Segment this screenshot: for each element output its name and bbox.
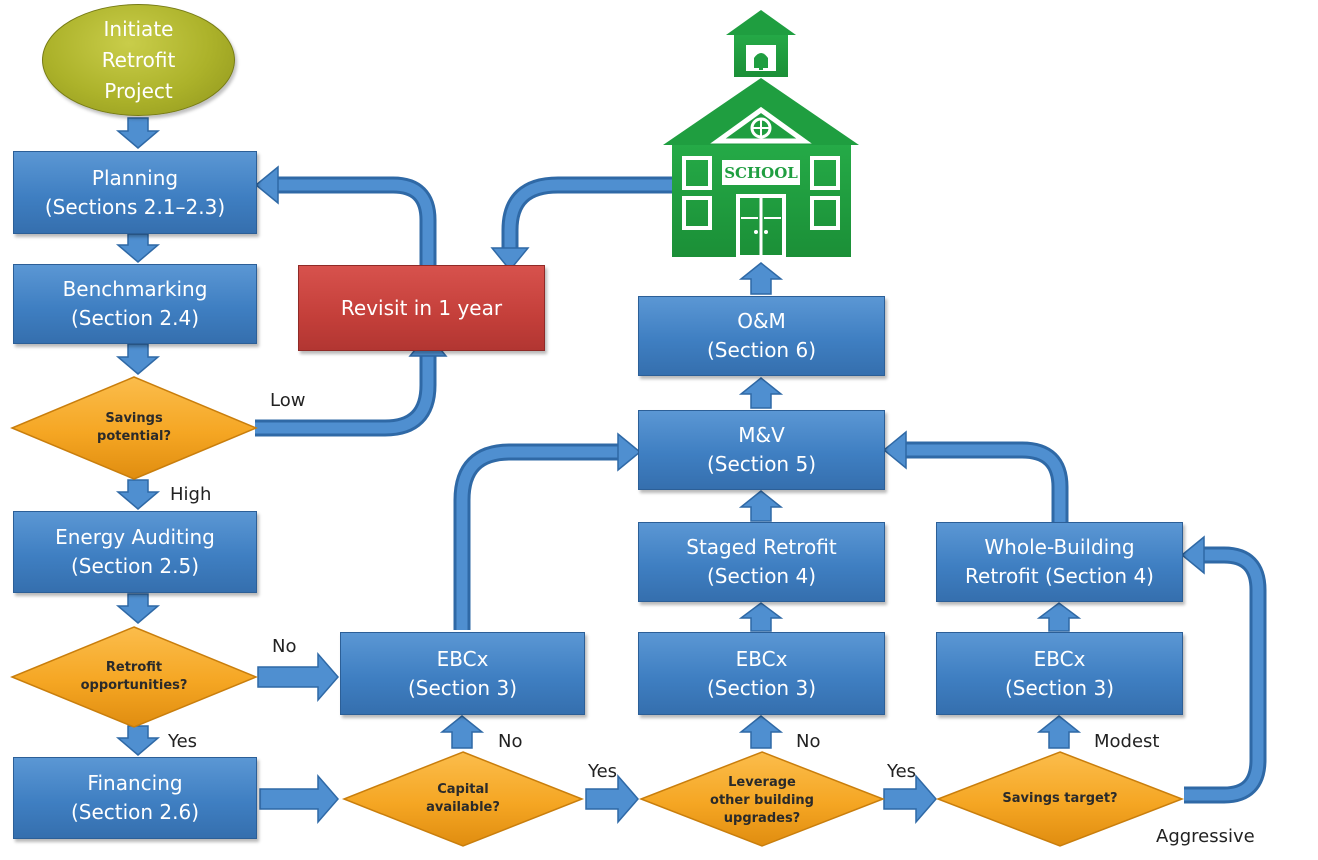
financing-box: Financing (Section 2.6) — [13, 757, 257, 839]
diamond-leverage-upgrades — [638, 751, 886, 847]
ebcx-3-sub: (Section 3) — [1005, 675, 1114, 700]
leverage-line-1: Leverage — [728, 775, 796, 790]
start-oval: Initiate Retrofit Project — [42, 4, 235, 116]
ebcx-box-3: EBCx (Section 3) — [936, 632, 1183, 715]
retrofit-opportunities-line-2: opportunities? — [80, 678, 188, 693]
ebcx-box-1: EBCx (Section 3) — [340, 632, 585, 715]
start-line-3: Project — [104, 78, 173, 103]
leverage-line-2: other building — [710, 793, 814, 808]
ebcx-box-2: EBCx (Section 3) — [638, 632, 885, 715]
capital-available-line-2: available? — [426, 800, 500, 815]
block-arrows — [115, 117, 1082, 825]
om-title: O&M — [737, 309, 786, 333]
savings-potential-line-2: potential? — [97, 429, 171, 444]
edge-label-modest: Modest — [1094, 731, 1160, 752]
energy-auditing-box: Energy Auditing (Section 2.5) — [13, 511, 257, 593]
savings-potential-line-1: Savings — [105, 411, 163, 426]
edge-label-yes-capital: Yes — [588, 761, 618, 782]
leverage-upgrades-text: Leverage other building upgrades? — [672, 770, 852, 832]
school-sign-text: SCHOOL — [724, 164, 798, 182]
benchmarking-box: Benchmarking (Section 2.4) — [13, 264, 257, 344]
mv-title: M&V — [738, 423, 785, 447]
edge-label-high: High — [170, 484, 212, 505]
whole-building-retrofit-box: Whole-Building Retrofit (Section 4) — [936, 522, 1183, 602]
financing-title: Financing — [87, 771, 183, 795]
ebcx-2-sub: (Section 3) — [707, 675, 816, 700]
ebcx-1-sub: (Section 3) — [408, 675, 517, 700]
energy-auditing-sub: (Section 2.5) — [70, 554, 200, 578]
school-building-icon — [663, 10, 859, 259]
energy-auditing-title: Energy Auditing — [55, 525, 215, 549]
edge-label-yes-leverage: Yes — [887, 761, 917, 782]
diamond-savings-potential — [10, 376, 258, 480]
savings-potential-text: Savings potential? — [34, 403, 234, 453]
staged-retrofit-sub: (Section 4) — [707, 564, 816, 588]
revisit-label: Revisit in 1 year — [340, 296, 503, 320]
edge-label-yes-retrofit: Yes — [168, 731, 198, 752]
benchmarking-sub: (Section 2.4) — [70, 306, 200, 330]
edge-label-no-capital: No — [498, 731, 523, 752]
edge-label-no-leverage: No — [796, 731, 821, 752]
whole-building-title: Whole-Building — [984, 535, 1135, 559]
om-box: O&M (Section 6) — [638, 296, 885, 376]
revisit-box: Revisit in 1 year — [298, 265, 545, 351]
retrofit-opportunities-text: Retrofit opportunities? — [34, 652, 234, 702]
staged-retrofit-box: Staged Retrofit (Section 4) — [638, 522, 885, 602]
capital-available-text: Capital available? — [373, 774, 553, 824]
edge-label-low: Low — [270, 390, 306, 411]
planning-sub: (Sections 2.1–2.3) — [44, 194, 226, 219]
start-line-2: Retrofit — [101, 47, 176, 72]
edge-label-aggressive: Aggressive — [1156, 826, 1255, 847]
retrofit-opportunities-line-1: Retrofit — [105, 660, 163, 675]
ebcx-2-title: EBCx — [735, 646, 788, 671]
ebcx-1-title: EBCx — [436, 646, 489, 671]
savings-target-line-1: Savings target? — [1002, 791, 1118, 806]
staged-retrofit-title: Staged Retrofit — [686, 535, 837, 559]
planning-box: Planning (Sections 2.1–2.3) — [13, 151, 257, 234]
mv-box: M&V (Section 5) — [638, 410, 885, 490]
diamond-capital-available — [341, 751, 585, 847]
planning-title: Planning — [91, 165, 179, 190]
benchmarking-title: Benchmarking — [62, 277, 208, 301]
diamond-retrofit-opportunities — [10, 626, 258, 728]
financing-sub: (Section 2.6) — [70, 800, 200, 824]
start-line-1: Initiate — [103, 16, 174, 41]
savings-target-text: Savings target? — [970, 784, 1150, 814]
diamond-savings-target — [935, 751, 1185, 847]
om-sub: (Section 6) — [707, 338, 816, 362]
leverage-line-3: upgrades? — [723, 811, 801, 826]
mv-sub: (Section 5) — [707, 452, 816, 476]
curved-connectors — [255, 179, 1264, 801]
whole-building-sub: Retrofit (Section 4) — [965, 564, 1154, 588]
capital-available-line-1: Capital — [437, 782, 489, 797]
edge-label-no-retrofit: No — [272, 636, 297, 657]
decision-diamonds — [10, 376, 1185, 847]
ebcx-3-title: EBCx — [1033, 646, 1086, 671]
